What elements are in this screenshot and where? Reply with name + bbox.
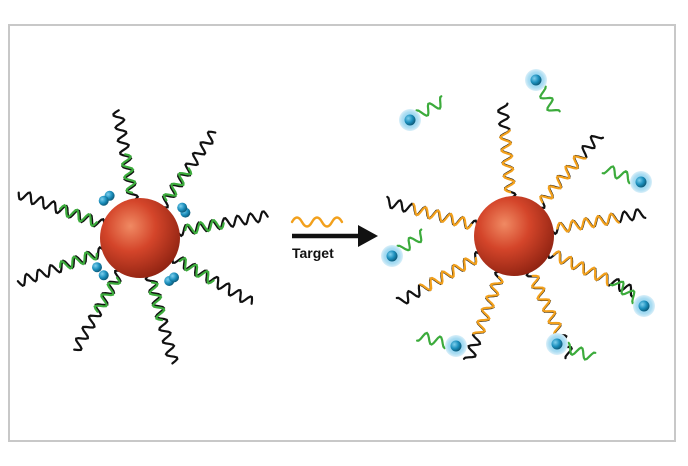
target-strand xyxy=(472,276,504,335)
reporter-strand xyxy=(59,203,98,228)
reporter-strand xyxy=(162,167,193,202)
probe-strand xyxy=(17,191,106,228)
target-strand xyxy=(498,129,516,194)
target-strand-icon xyxy=(290,216,344,228)
probe-strand xyxy=(144,273,179,365)
probe-strand xyxy=(176,210,269,238)
reporter-strand xyxy=(148,281,166,322)
arrow-label: Target xyxy=(292,245,334,261)
probe-strand xyxy=(160,130,217,209)
fluorophore-icon xyxy=(551,338,563,350)
probe-strand xyxy=(386,195,479,230)
fluorophore-icon xyxy=(177,202,188,213)
probe-strand xyxy=(462,270,504,360)
fluorophore-icon xyxy=(638,300,650,312)
probe-strand xyxy=(16,246,106,287)
probe-strand xyxy=(73,269,123,352)
reporter-strand xyxy=(120,153,137,194)
fluorophore-icon xyxy=(635,176,647,188)
fluorophore-icon xyxy=(450,340,462,352)
reporter-strand xyxy=(59,251,98,270)
target-strand xyxy=(539,155,587,204)
fluorophore-icon xyxy=(386,250,398,262)
fluorophore-icon xyxy=(98,195,109,206)
nanoparticle-icon xyxy=(100,198,180,278)
fluorophore-icon xyxy=(530,74,542,86)
target-strand xyxy=(556,212,620,233)
target-strand xyxy=(419,256,478,292)
after-state-nanoprobe xyxy=(386,102,647,360)
reporter-strand xyxy=(178,256,215,285)
probe-strand xyxy=(547,250,634,298)
reporter-strand xyxy=(93,276,122,313)
nanoparticle-icon xyxy=(474,196,554,276)
before-state-nanoprobe xyxy=(16,109,269,365)
fluorophore-icon xyxy=(92,262,102,273)
fluorophore-icon xyxy=(169,272,179,283)
probe-strand xyxy=(112,109,140,202)
target-reaction-arrow: Target xyxy=(290,216,378,261)
probe-strand xyxy=(171,255,254,305)
target-strand xyxy=(552,250,609,287)
target-strand xyxy=(530,274,562,335)
target-strand xyxy=(412,202,473,230)
released-reporters xyxy=(381,69,655,361)
arrow-icon xyxy=(358,225,378,247)
fluorophore-icon xyxy=(404,114,416,126)
reporter-strand xyxy=(184,218,225,235)
fluorophore-icon xyxy=(98,270,109,281)
